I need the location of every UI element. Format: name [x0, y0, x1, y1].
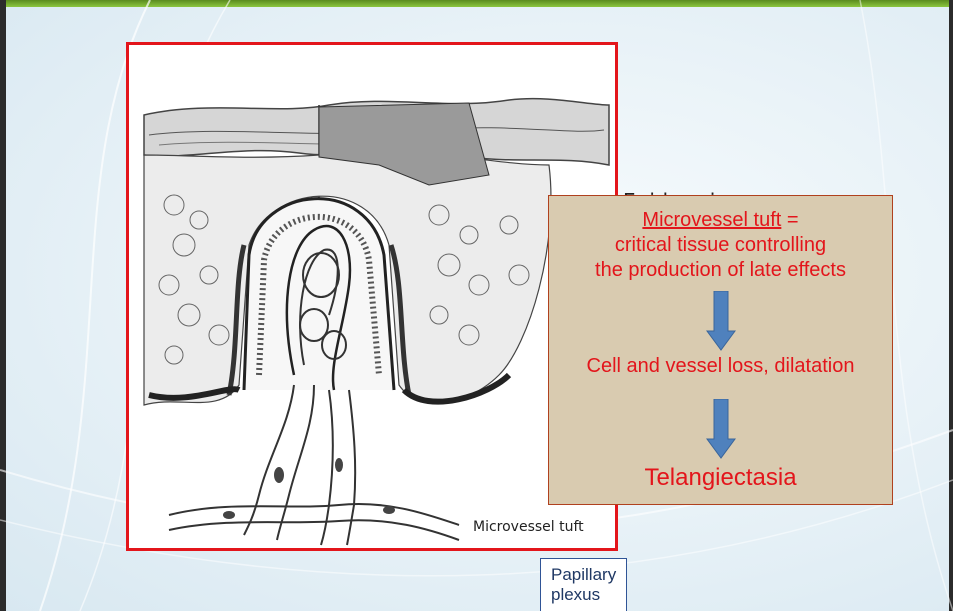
microvessel-label: Microvessel tuft [473, 519, 584, 535]
callout-line-3: the production of late effects [549, 258, 892, 282]
callout-title-suffix: = [781, 209, 798, 231]
down-arrow-icon [706, 399, 736, 459]
figure-frame: Epidermis Microvessel tuft Papillary ple… [126, 42, 618, 551]
callout-title-underlined: Microvessel tuft [642, 209, 781, 231]
callout-result: Telangiectasia [549, 464, 892, 492]
skin-illustration [129, 45, 615, 548]
callout-box: Microvessel tuft = critical tissue contr… [548, 195, 893, 505]
papillary-plexus-label: Papillary plexus [540, 558, 627, 611]
callout-line-2: critical tissue controlling [549, 233, 892, 257]
down-arrow-icon [706, 291, 736, 351]
callout-line-4: Cell and vessel loss, dilatation [549, 354, 892, 378]
callout-title: Microvessel tuft = [549, 208, 892, 232]
